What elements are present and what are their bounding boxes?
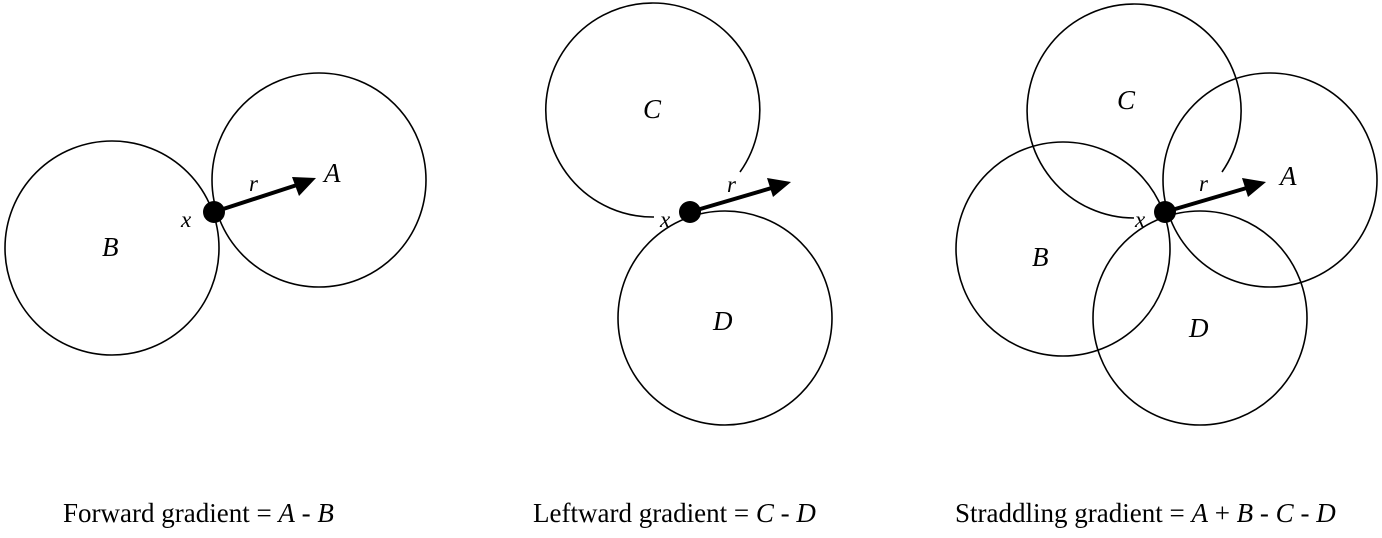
leftward-circle-c bbox=[544, 2, 761, 218]
forward-label-a: A bbox=[322, 158, 341, 188]
straddling-label-c: C bbox=[1117, 85, 1136, 115]
forward-caption: Forward gradient = A - B bbox=[63, 500, 334, 527]
straddling-label-r: r bbox=[1199, 171, 1209, 196]
straddling-label-d: D bbox=[1188, 313, 1209, 343]
forward-caption-prefix: Forward gradient = bbox=[63, 498, 279, 528]
straddling-point-x bbox=[1154, 201, 1176, 223]
straddling-caption: Straddling gradient = A + B - C - D bbox=[955, 500, 1336, 527]
forward-label-x: x bbox=[180, 207, 192, 232]
forward-radius-arrow-shaft bbox=[213, 182, 301, 214]
straddling-caption-term-b: B bbox=[1236, 498, 1254, 528]
leftward-label-d: D bbox=[712, 306, 733, 336]
forward-radius-arrowhead bbox=[292, 177, 316, 196]
leftward-point-x bbox=[679, 201, 701, 223]
straddling-radius-arrow-shaft bbox=[1164, 185, 1251, 214]
straddling-circle-b bbox=[955, 141, 1171, 357]
straddling-caption-term-a: A bbox=[1191, 498, 1208, 528]
forward-label-r: r bbox=[249, 171, 259, 196]
leftward-label-r: r bbox=[727, 172, 737, 197]
straddling-circle-c bbox=[1026, 3, 1242, 219]
straddling-caption-operator-3: - bbox=[1293, 498, 1317, 528]
forward-panel: B A r x bbox=[4, 72, 427, 356]
leftward-circle-d bbox=[617, 210, 833, 426]
leftward-caption-operator: - bbox=[773, 498, 797, 528]
straddling-caption-prefix: Straddling gradient = bbox=[955, 498, 1192, 528]
leftward-caption-term-c: C bbox=[755, 498, 774, 528]
forward-circle-a bbox=[211, 72, 427, 288]
leftward-label-x: x bbox=[659, 207, 671, 232]
straddling-caption-term-c: C bbox=[1275, 498, 1294, 528]
leftward-caption-prefix: Leftward gradient = bbox=[533, 498, 756, 528]
straddling-panel: C A B D r x bbox=[955, 3, 1378, 426]
straddling-label-b: B bbox=[1032, 242, 1049, 272]
forward-point-x bbox=[203, 201, 225, 223]
straddling-radius-arrowhead bbox=[1242, 178, 1266, 197]
forward-caption-operator: - bbox=[294, 498, 318, 528]
straddling-circle-a bbox=[1162, 72, 1378, 288]
forward-caption-term-b: B bbox=[317, 498, 334, 528]
straddling-label-a: A bbox=[1278, 161, 1297, 191]
straddling-caption-operator-2: - bbox=[1253, 498, 1276, 528]
leftward-label-c: C bbox=[643, 94, 662, 124]
straddling-caption-operator-1: + bbox=[1207, 498, 1237, 528]
forward-label-b: B bbox=[102, 232, 119, 262]
leftward-caption: Leftward gradient = C - D bbox=[533, 500, 816, 527]
leftward-panel: C D r x bbox=[544, 2, 833, 426]
forward-caption-term-a: A bbox=[278, 498, 295, 528]
straddling-caption-term-d: D bbox=[1316, 498, 1336, 528]
leftward-radius-arrow-shaft bbox=[689, 185, 776, 214]
leftward-caption-term-d: D bbox=[796, 498, 816, 528]
straddling-label-x: x bbox=[1134, 207, 1146, 232]
straddling-circle-d bbox=[1092, 210, 1308, 426]
forward-circle-b bbox=[4, 140, 220, 356]
leftward-radius-arrowhead bbox=[767, 178, 791, 197]
